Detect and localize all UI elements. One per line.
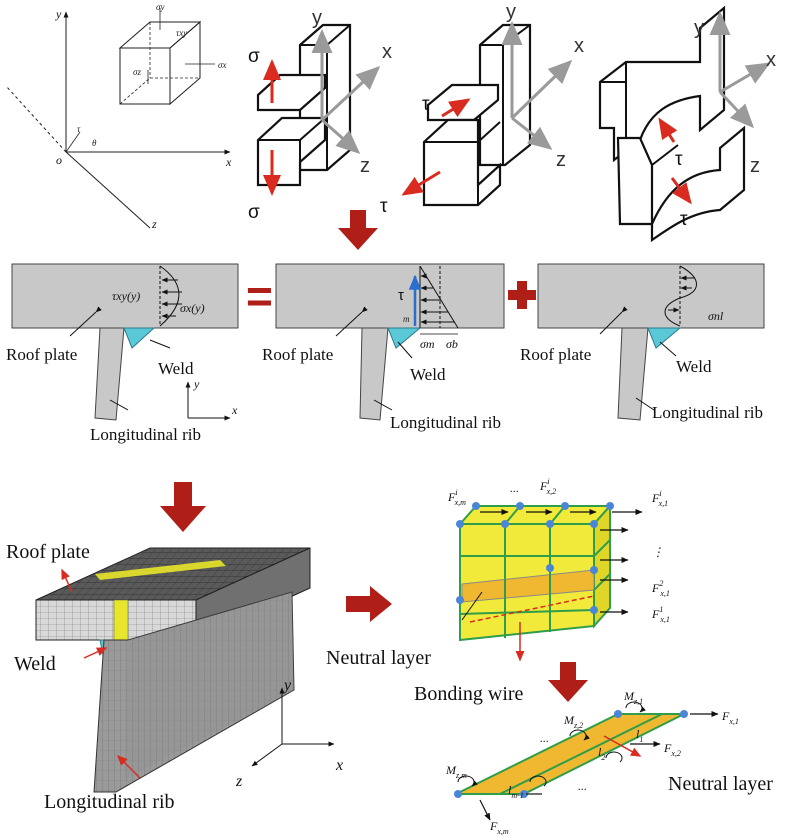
- neutral-dots-1: ...: [540, 731, 549, 745]
- axis-z-label: z: [151, 217, 157, 231]
- mode1-z: z: [360, 155, 370, 177]
- sigma-z-label: σz: [133, 67, 141, 77]
- mode3-crack-diagram: τ τ y x z: [598, 5, 776, 243]
- fe-axis-y: y: [282, 677, 292, 694]
- neutral-f2: Fx,2: [663, 741, 681, 758]
- mode3-z: z: [750, 155, 760, 177]
- mode3-tau-bottom: τ: [680, 209, 688, 230]
- neutral-f1: Fx,1: [721, 709, 739, 726]
- neutral-l2: l2: [598, 745, 605, 762]
- p3-weld: Weld: [676, 357, 712, 376]
- mode2-x: x: [574, 35, 584, 57]
- stress-cube: σy τxy σx σz: [118, 2, 226, 106]
- axis-y-label: y: [55, 7, 62, 21]
- neutral-lm: lm-1: [508, 783, 524, 800]
- decomposition-panel-2: τ m σm σb Roof plate Weld Longitudinal r…: [262, 263, 505, 432]
- p2-m: m: [403, 314, 410, 324]
- axis-x-label: x: [225, 155, 232, 169]
- plus-sign-text: +: [0, 0, 1, 1]
- p3-roof-plate: Roof plate: [520, 345, 591, 364]
- down-arrow-2: [160, 482, 206, 532]
- theta-label: θ: [92, 138, 97, 148]
- p2-rib: Longitudinal rib: [390, 413, 501, 432]
- tau-xy-label: τxy: [176, 28, 187, 38]
- p2-sigma-b: σb: [446, 337, 458, 351]
- p1-axis-y: y: [193, 377, 200, 391]
- coordinate-system: y x z o τ θ: [5, 7, 232, 231]
- down-arrow-1: [338, 210, 378, 250]
- fe-roof-plate: Roof plate: [6, 541, 90, 563]
- axis-origin-label: o: [56, 153, 62, 167]
- mode3-x: x: [766, 49, 776, 71]
- neutral-fm: Fx,m: [489, 819, 509, 836]
- sigma-y-label: σy: [156, 2, 164, 12]
- plus-sign: +: [0, 0, 536, 309]
- mode2-y: y: [506, 1, 516, 23]
- decomposition-panel-1: τxy(y) σx(y) Roof plate Weld Longitudina…: [6, 263, 239, 444]
- mode1-crack-diagram: σ σ y x z: [248, 7, 392, 223]
- mode1-sigma-top: σ: [248, 46, 260, 67]
- p1-sigma-x: σx(y): [180, 301, 205, 315]
- right-arrow: [346, 586, 392, 622]
- p1-weld: Weld: [158, 359, 194, 378]
- mode1-sigma-bottom: σ: [248, 202, 260, 223]
- mode3-tau-top: τ: [675, 149, 683, 170]
- neutral-layer-strip: Mz,1 Mz,2 Mz,m Fx,1 Fx,2 Fx,m l1 l2 lm-1…: [445, 689, 773, 836]
- mode1-y: y: [312, 7, 322, 29]
- p2-roof-plate: Roof plate: [262, 345, 333, 364]
- decomposition-panel-3: σnl Roof plate Weld Longitudinal rib: [520, 263, 765, 422]
- fe-axis-z: z: [235, 773, 243, 790]
- p1-tau-xy: τxy(y): [112, 289, 140, 303]
- neutral-mm: Mz,m: [445, 763, 467, 780]
- down-arrow-3: [548, 662, 588, 702]
- neutral-m2: Mz,2: [563, 713, 583, 730]
- p3-sigma-nl: σnl: [708, 309, 724, 323]
- mode2-tau-top: τ: [422, 94, 430, 115]
- p2-weld: Weld: [410, 365, 446, 384]
- p2-sigma-m: σm: [420, 337, 435, 351]
- mode2-z: z: [556, 149, 566, 171]
- neutral-layer-label: Neutral layer: [668, 773, 773, 795]
- fe-axis-x: x: [335, 757, 343, 774]
- fe-rib: Longitudinal rib: [44, 791, 175, 813]
- p1-axis-x: x: [231, 403, 238, 417]
- p2-tau: τ: [398, 287, 404, 304]
- neutral-m1: Mz,1: [623, 689, 643, 706]
- block-dots-right: ⋮: [652, 545, 664, 559]
- neutral-dots-2: ...: [578, 779, 587, 793]
- fe-model: Roof plate Weld Longitudinal rib y x z: [6, 541, 343, 813]
- sigma-x-label: σx: [218, 60, 226, 70]
- mode1-x: x: [382, 41, 392, 63]
- block-neutral-layer: Neutral layer: [326, 647, 431, 669]
- block-bonding-wire: Bonding wire: [414, 683, 524, 705]
- p1-rib: Longitudinal rib: [90, 425, 201, 444]
- p3-rib: Longitudinal rib: [652, 403, 763, 422]
- mode2-crack-diagram: τ τ y x z: [380, 1, 584, 217]
- block-dots-top: ...: [510, 481, 519, 495]
- mode3-y: y: [694, 17, 704, 39]
- equals-sign: =: [246, 270, 273, 322]
- neutral-l1: l1: [636, 727, 643, 744]
- tau-label: τ: [77, 124, 81, 134]
- mode2-tau-bottom: τ: [380, 196, 388, 217]
- p1-roof-plate: Roof plate: [6, 345, 77, 364]
- fe-weld: Weld: [14, 653, 56, 675]
